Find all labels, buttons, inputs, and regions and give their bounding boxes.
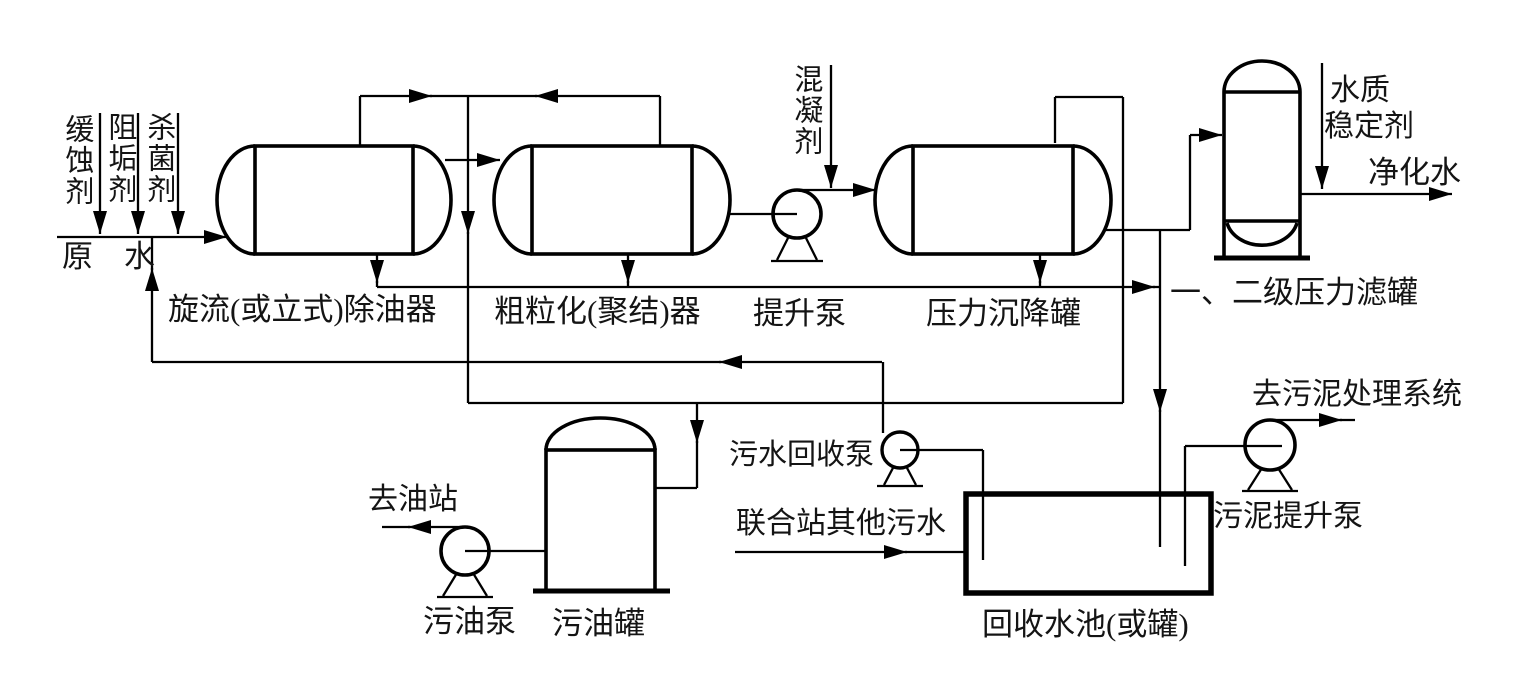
sewage-recovery-pump-symbol [877,430,923,488]
oil-remover-vessel [215,144,453,256]
coalescer-vessel [492,144,732,256]
recovery-pool-tank [963,491,1214,596]
label-sewage-recovery-pump: 污水回收泵 [729,439,875,471]
settling-tank-vessel [873,144,1113,256]
label-water-stabilizer-line2: 稳定剂 [1324,110,1414,143]
label-lift-pump: 提升泵 [753,296,846,331]
label-to-oil-station: 去油站 [368,483,458,516]
process-pipes [57,63,1452,566]
label-station-other-sewage: 联合站其他污水 [736,507,946,540]
label-purified-water: 净化水 [1368,155,1461,190]
waste-oil-pump-symbol [437,525,493,599]
label-waste-oil-tank: 污油罐 [552,606,645,641]
label-pressure-settling-tank: 压力沉降罐 [926,296,1081,331]
label-coalescer: 粗粒化(聚结)器 [494,294,701,329]
label-pressure-filter: 一、二级压力滤罐 [1170,275,1418,310]
label-scale-inhibitor: 阻垢剂 [103,112,136,205]
sludge-lift-pump-symbol [1242,418,1298,493]
label-raw-water: 原 水 [62,239,155,274]
label-water-stabilizer-line1: 水质 [1330,74,1390,107]
label-bactericide: 杀菌剂 [142,112,175,205]
label-coagulant: 混凝剂 [789,64,822,157]
label-waste-oil-pump: 污油泵 [423,604,516,639]
waste-oil-tank [533,416,670,594]
label-oil-remover: 旋流(或立式)除油器 [168,292,437,327]
label-recovery-pool: 回收水池(或罐) [982,607,1189,642]
label-corrosion-inhibitor: 缓蚀剂 [60,114,93,207]
lift-pump-symbol [771,188,823,263]
label-sludge-lift-pump: 污泥提升泵 [1213,500,1363,533]
label-to-sludge-treatment: 去污泥处理系统 [1252,378,1462,411]
pressure-filter-vessel [1214,59,1310,261]
